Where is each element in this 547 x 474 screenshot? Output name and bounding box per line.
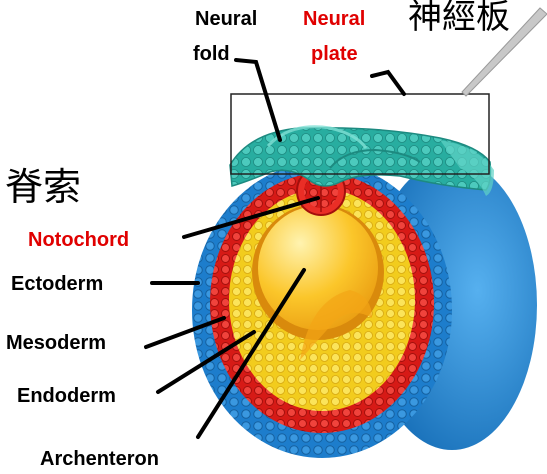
neural-plate-leader <box>372 72 404 94</box>
cjk-top-label: 神經板 <box>408 0 510 37</box>
embryo-illustration <box>192 127 537 458</box>
neural-fold-label-line1: Neural <box>195 8 257 30</box>
ectoderm-label: Ectoderm <box>11 273 103 295</box>
neural-fold-label-line2: fold <box>193 43 230 65</box>
mesoderm-label: Mesoderm <box>6 332 106 354</box>
cjk-left-label: 脊索 <box>5 165 81 209</box>
notochord-label: Notochord <box>28 229 129 251</box>
neural-plate-label-line2: plate <box>311 43 358 65</box>
neural-plate-label-line1: Neural <box>303 8 365 30</box>
endoderm-label: Endoderm <box>17 385 116 407</box>
neural-fold-leader <box>236 60 280 140</box>
archenteron-label: Archenteron <box>40 448 159 470</box>
